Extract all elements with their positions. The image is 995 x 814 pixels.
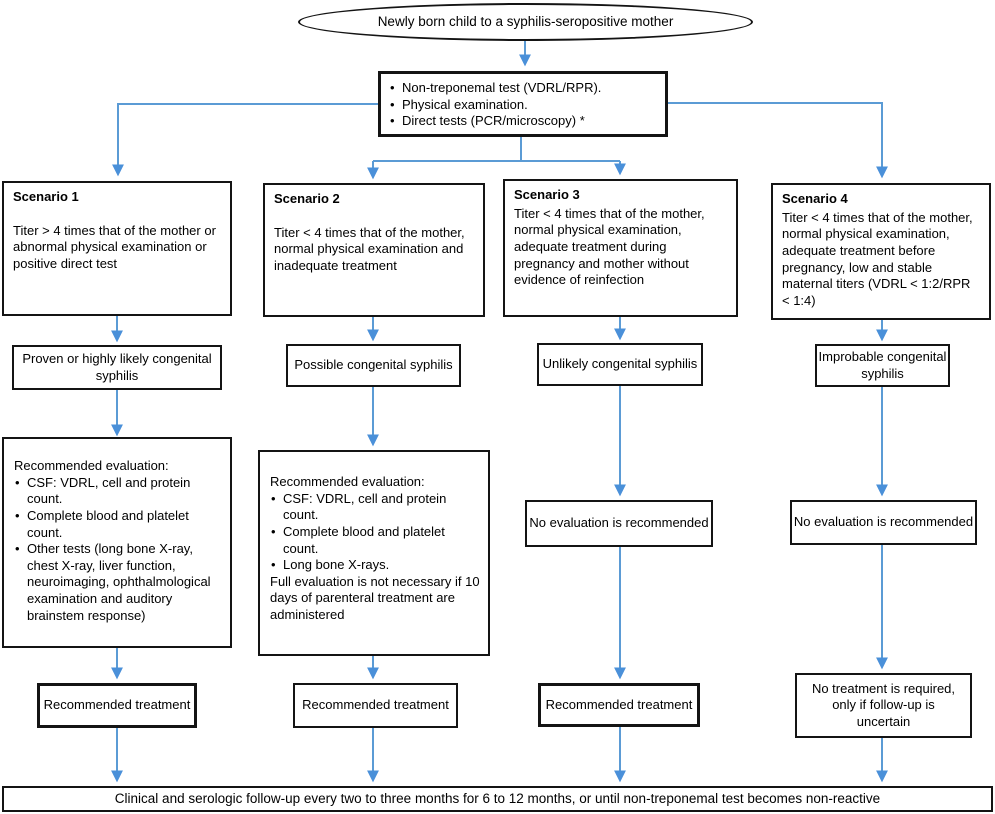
- evaluation-2-note: Full evaluation is not necessary if 10 d…: [270, 573, 480, 622]
- scenario-1-description: Titer > 4 times that of the mother or ab…: [13, 222, 216, 271]
- initial-tests-list: Non-treponemal test (VDRL/RPR). Physical…: [389, 80, 657, 130]
- evaluation-1-box: Recommended evaluation: CSF: VDRL, cell …: [2, 437, 232, 648]
- classification-2-box: Possible congenital syphilis: [286, 344, 461, 387]
- classification-2-label: Possible congenital syphilis: [294, 357, 453, 373]
- treatment-3-label: Recommended treatment: [545, 696, 693, 712]
- evaluation-1-item: CSF: VDRL, cell and protein count.: [14, 475, 224, 508]
- treatment-1-box: Recommended treatment: [37, 683, 197, 728]
- treatment-2-box: Recommended treatment: [293, 683, 458, 728]
- scenario-4-box: Scenario 4 Titer < 4 times that of the m…: [771, 183, 991, 320]
- classification-4-label: Improbable congenital syphilis: [818, 348, 947, 381]
- classification-1-label: Proven or highly likely congenital syphi…: [22, 350, 212, 383]
- initial-tests-box: Non-treponemal test (VDRL/RPR). Physical…: [378, 71, 668, 137]
- arrow-tests-to-scenario1: [112, 103, 378, 177]
- scenario-2-box: Scenario 2 Titer < 4 times that of the m…: [263, 183, 485, 317]
- treatment-2-label: Recommended treatment: [302, 697, 449, 713]
- evaluation-2-item: CSF: VDRL, cell and protein count.: [270, 491, 482, 524]
- scenario-2-title: Scenario 2: [274, 191, 340, 206]
- evaluation-2-list: CSF: VDRL, cell and protein count. Compl…: [270, 491, 482, 574]
- evaluation-2-box: Recommended evaluation: CSF: VDRL, cell …: [258, 450, 490, 656]
- scenario-3-box: Scenario 3 Titer < 4 times that of the m…: [503, 179, 738, 317]
- initial-test-item: Physical examination.: [389, 97, 657, 114]
- initial-test-item: Direct tests (PCR/microscopy) *: [389, 113, 657, 130]
- evaluation-3-box: No evaluation is recommended: [525, 500, 713, 547]
- scenario-2-description: Titer < 4 times that of the mother, norm…: [274, 224, 465, 273]
- initial-test-item: Non-treponemal test (VDRL/RPR).: [389, 80, 657, 97]
- evaluation-1-list: CSF: VDRL, cell and protein count. Compl…: [14, 475, 224, 625]
- treatment-4-label: No treatment is required, only if follow…: [811, 680, 956, 729]
- treatment-4-box: No treatment is required, only if follow…: [795, 673, 972, 738]
- treatment-1-label: Recommended treatment: [43, 697, 191, 713]
- evaluation-2-item: Complete blood and platelet count.: [270, 524, 482, 557]
- evaluation-1-item: Complete blood and platelet count.: [14, 508, 224, 541]
- scenario-4-description: Titer < 4 times that of the mother, norm…: [782, 209, 973, 308]
- treatment-3-box: Recommended treatment: [538, 683, 700, 727]
- classification-4-box: Improbable congenital syphilis: [815, 344, 950, 387]
- classification-3-label: Unlikely congenital syphilis: [542, 356, 698, 372]
- arrow-tests-to-scenario4: [668, 102, 888, 179]
- evaluation-3-label: No evaluation is recommended: [529, 515, 709, 531]
- start-node-label: Newly born child to a syphilis-seroposit…: [377, 14, 674, 30]
- scenario-1-title: Scenario 1: [13, 189, 79, 204]
- evaluation-4-label: No evaluation is recommended: [793, 514, 974, 530]
- scenario-3-title: Scenario 3: [514, 187, 580, 202]
- evaluation-1-item: Other tests (long bone X-ray, chest X-ra…: [14, 541, 224, 624]
- evaluation-1-intro: Recommended evaluation:: [14, 458, 169, 473]
- classification-3-box: Unlikely congenital syphilis: [537, 343, 703, 386]
- evaluation-4-box: No evaluation is recommended: [790, 500, 977, 545]
- start-node: Newly born child to a syphilis-seroposit…: [298, 3, 753, 41]
- followup-box: Clinical and serologic follow-up every t…: [2, 786, 993, 812]
- evaluation-2-intro: Recommended evaluation:: [270, 474, 425, 489]
- evaluation-2-item: Long bone X-rays.: [270, 557, 482, 574]
- followup-label: Clinical and serologic follow-up every t…: [114, 791, 881, 807]
- scenario-4-title: Scenario 4: [782, 191, 848, 206]
- scenario-3-description: Titer < 4 times that of the mother, norm…: [514, 205, 705, 288]
- scenario-1-box: Scenario 1 Titer > 4 times that of the m…: [2, 181, 232, 316]
- classification-1-box: Proven or highly likely congenital syphi…: [12, 345, 222, 390]
